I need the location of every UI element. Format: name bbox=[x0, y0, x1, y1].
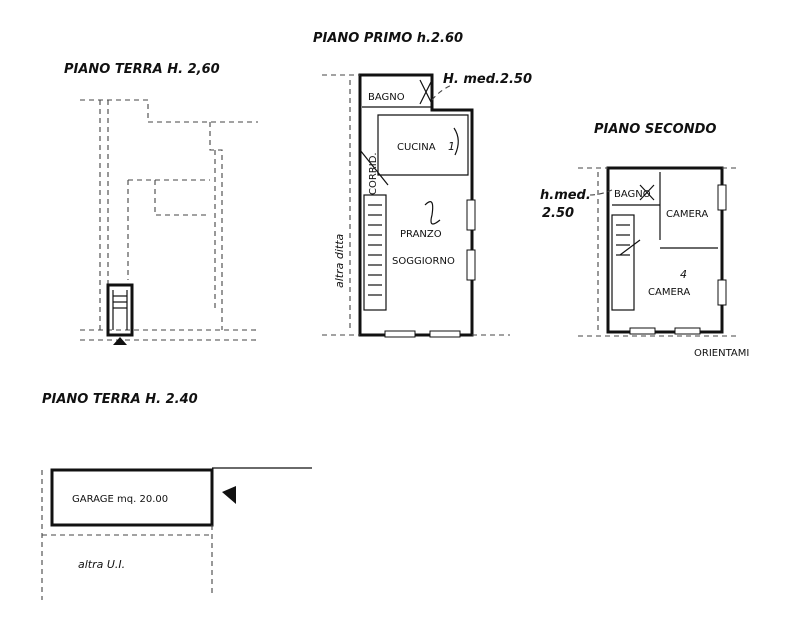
handwritten-1: 1 bbox=[448, 140, 455, 153]
garage-entrance-arrow-icon bbox=[222, 486, 236, 504]
plan-piano-terra-260 bbox=[80, 99, 258, 345]
room-cucina: CUCINA bbox=[397, 142, 436, 153]
h-med-primo: H. med.2.50 bbox=[443, 72, 532, 87]
room-pranzo: PRANZO bbox=[400, 229, 442, 240]
room-camera-2: CAMERA bbox=[648, 287, 690, 298]
title-piano-terra-240: PIANO TERRA H. 2.40 bbox=[42, 392, 198, 407]
h-med-secondo-label: h.med. bbox=[540, 188, 591, 203]
title-piano-primo: PIANO PRIMO h.2.60 bbox=[313, 31, 463, 46]
plan-piano-terra-240 bbox=[41, 467, 312, 600]
room-camera-1: CAMERA bbox=[666, 209, 708, 220]
label-orientamento: ORIENTAMI bbox=[694, 348, 749, 359]
room-bagno-secondo: BAGNO bbox=[614, 189, 651, 200]
handwritten-4: 4 bbox=[680, 268, 687, 281]
room-corridoio: CORRID. bbox=[368, 152, 379, 195]
h-med-secondo-value: 2.50 bbox=[542, 206, 574, 221]
room-garage: GARAGE mq. 20.00 bbox=[72, 494, 168, 505]
room-bagno-primo: BAGNO bbox=[368, 92, 405, 103]
entrance-arrow-icon bbox=[113, 337, 127, 345]
plan-piano-primo bbox=[322, 73, 510, 338]
label-altra-ui: altra U.I. bbox=[78, 558, 125, 571]
title-piano-secondo: PIANO SECONDO bbox=[594, 122, 716, 137]
plan-piano-secondo bbox=[578, 166, 740, 337]
room-soggiorno: SOGGIORNO bbox=[392, 256, 455, 267]
title-piano-terra-260: PIANO TERRA H. 2,60 bbox=[64, 62, 220, 77]
label-altra-ditta: altra ditta bbox=[333, 233, 346, 288]
